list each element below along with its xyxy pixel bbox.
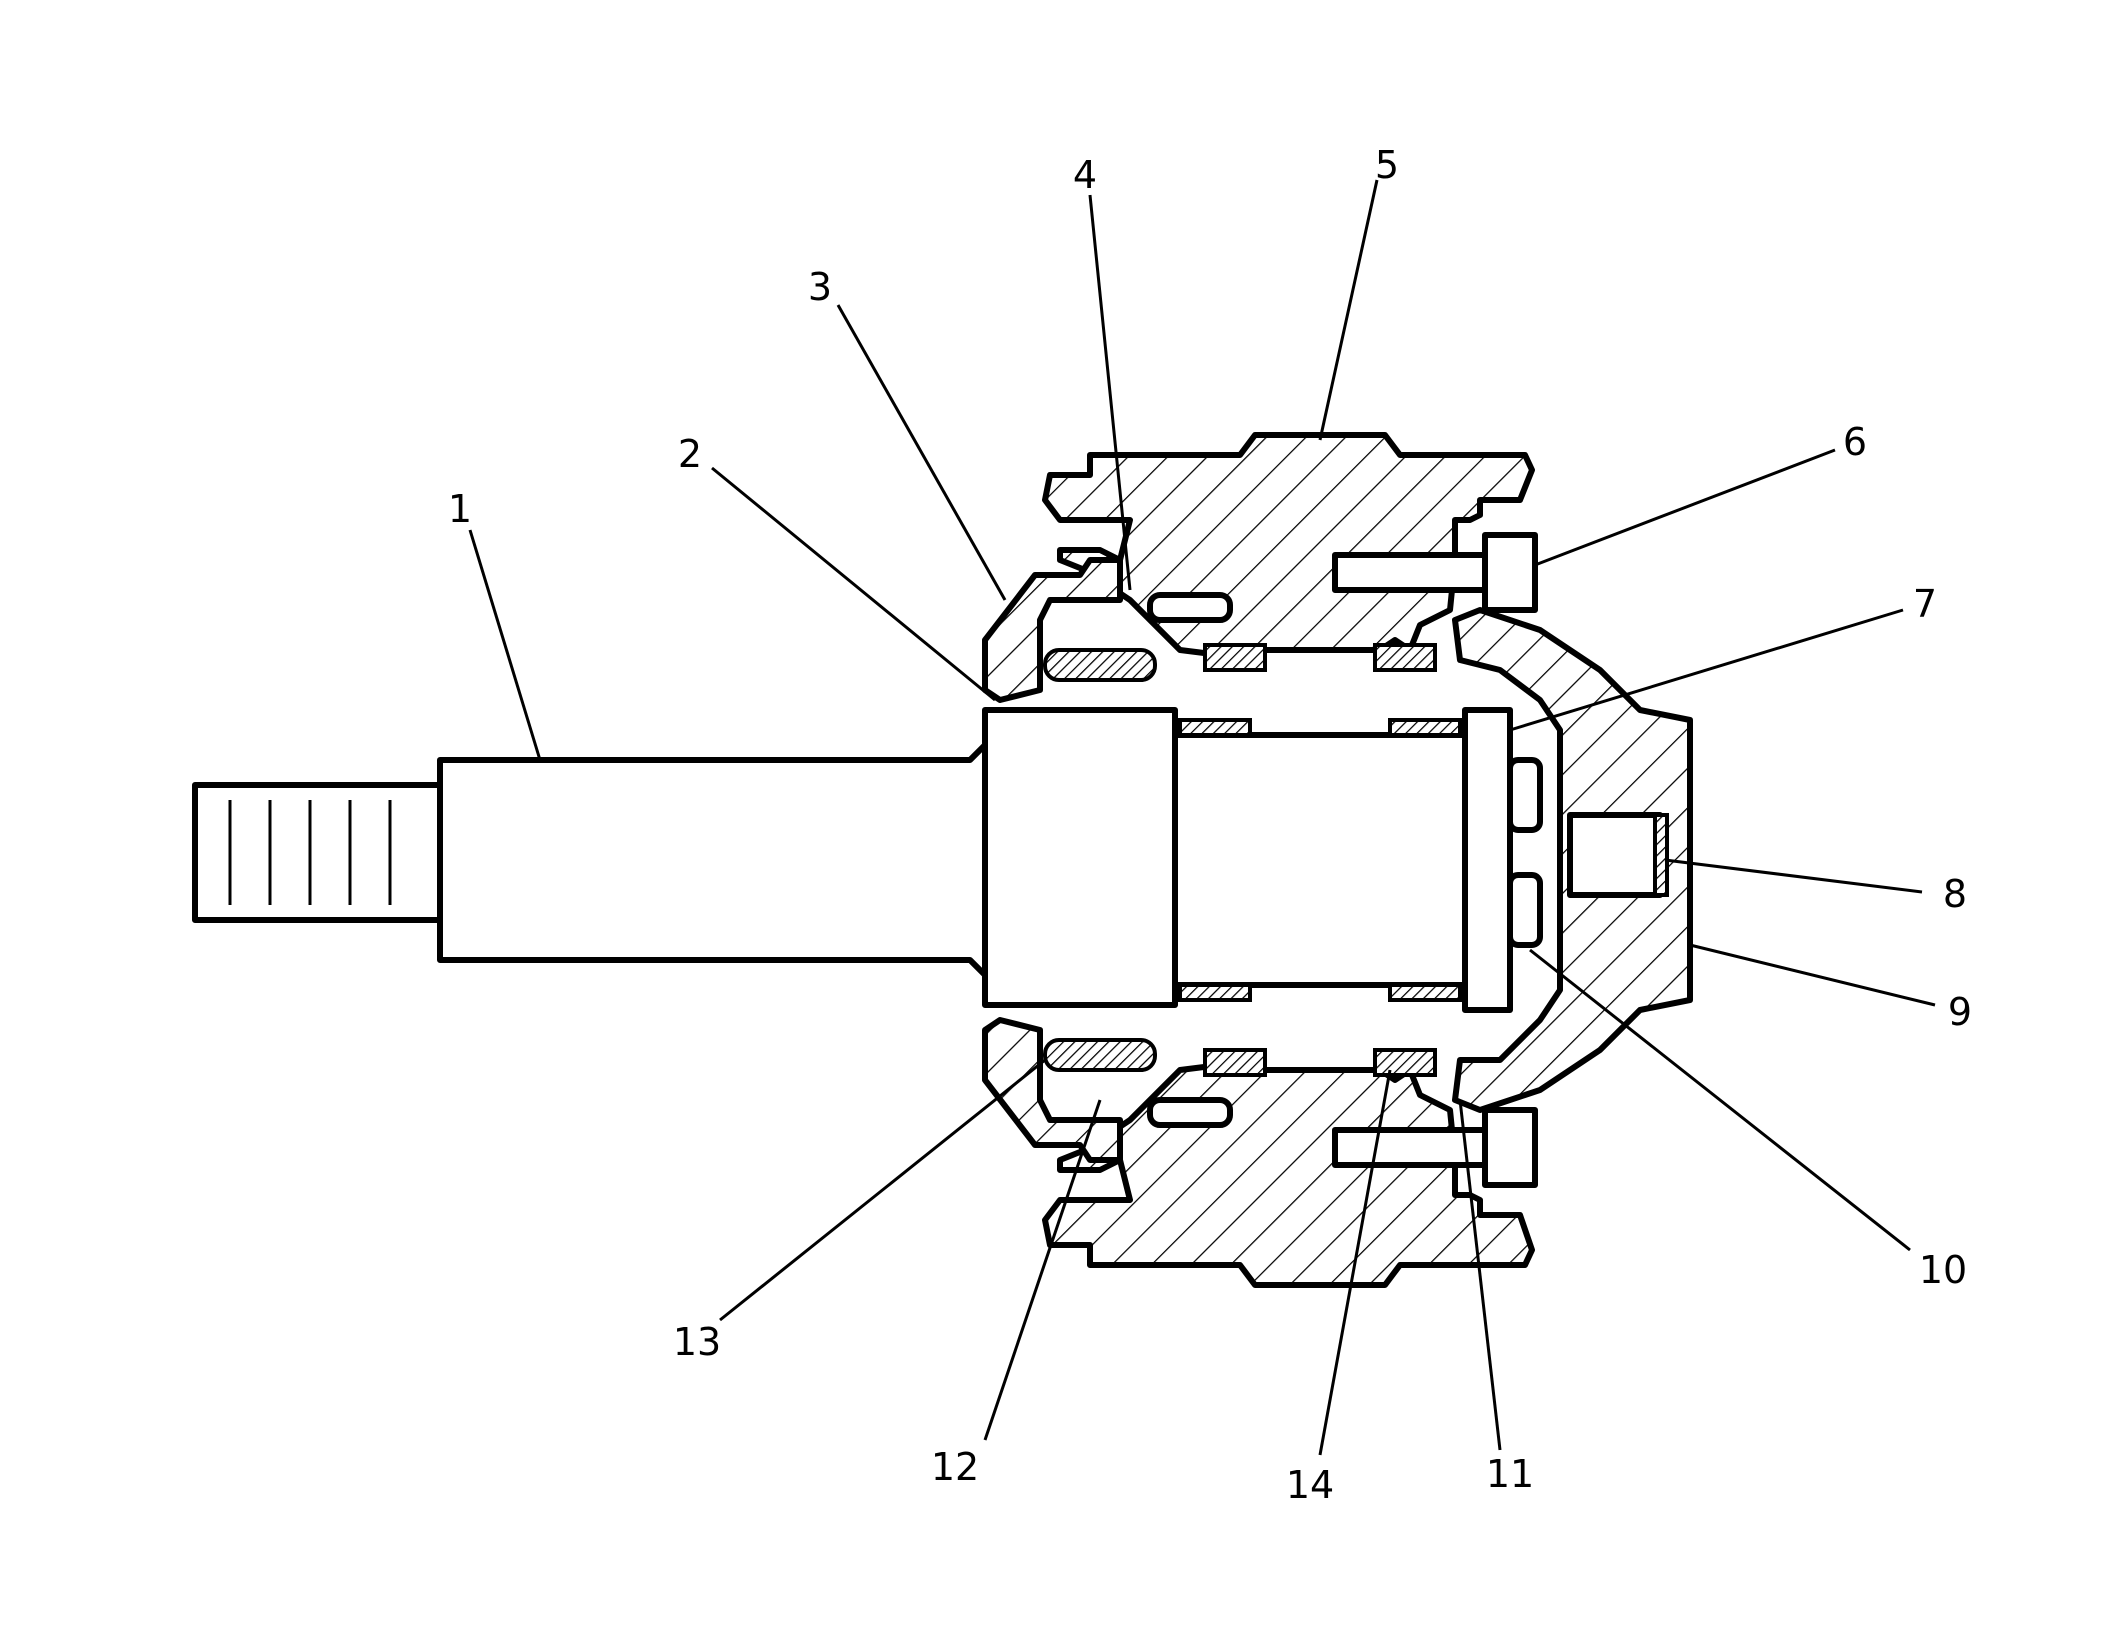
- shaft-body: [437, 742, 988, 978]
- lock-nut-upper: [1507, 757, 1543, 833]
- callout-13: 13: [673, 1320, 721, 1364]
- leader-2: [711, 466, 996, 702]
- seal-carrier-upper: [982, 557, 1123, 703]
- leader-8: [1664, 858, 1923, 894]
- callout-7: 7: [1913, 582, 1937, 626]
- bearing-cup-upper-left: [1178, 718, 1252, 737]
- callout-14: 14: [1286, 1463, 1334, 1507]
- dowel-pin-lower: [1147, 1097, 1233, 1128]
- callout-11: 11: [1486, 1452, 1534, 1496]
- callout-6: 6: [1843, 420, 1867, 464]
- callout-labels: 1 2 3 4 5 6 7 8 9 10 11 12 13 14: [448, 143, 1972, 1507]
- bolt-upper-head: [1482, 532, 1538, 613]
- plug: [1567, 812, 1663, 898]
- callout-2: 2: [678, 432, 702, 476]
- leader-7: [1509, 608, 1904, 732]
- bearing-roller-lower-right: [1373, 1048, 1437, 1077]
- leader-13: [719, 1058, 1046, 1322]
- bearing-roller-upper-right: [1373, 643, 1437, 672]
- shaft-seal-upper: [1043, 648, 1157, 682]
- retaining-washer: [1462, 707, 1513, 1013]
- leader-1: [468, 529, 542, 761]
- bearing-cup-lower-right: [1388, 983, 1462, 1002]
- lock-nut-lower: [1507, 872, 1543, 948]
- shaft-spline: [192, 782, 443, 923]
- leader-lines: [468, 179, 1936, 1456]
- leader-9: [1689, 943, 1936, 1007]
- shaft-seal-lower: [1043, 1038, 1157, 1072]
- leader-6: [1534, 448, 1836, 567]
- leader-5: [1318, 179, 1379, 441]
- shaft-collar: [982, 707, 1178, 1008]
- bearing-cup-lower-left: [1178, 983, 1252, 1002]
- callout-1: 1: [448, 487, 472, 531]
- bolt-lower-head: [1482, 1107, 1538, 1188]
- bearing-inner-ring: [1172, 732, 1468, 988]
- leader-3: [836, 304, 1007, 601]
- plug-seal: [1653, 813, 1669, 897]
- leader-14: [1318, 1069, 1392, 1456]
- callout-12: 12: [931, 1445, 979, 1489]
- leader-10: [1529, 948, 1911, 1252]
- bolt-upper-shank: [1332, 552, 1488, 593]
- leader-11: [1458, 1099, 1502, 1451]
- callout-9: 9: [1948, 990, 1972, 1034]
- dowel-pin-upper: [1147, 592, 1233, 623]
- bearing-cup-upper-right: [1388, 718, 1462, 737]
- bearing-roller-lower-left: [1203, 1048, 1267, 1077]
- leader-12: [983, 1099, 1102, 1441]
- bolt-lower-shank: [1332, 1127, 1488, 1168]
- callout-3: 3: [808, 265, 832, 309]
- leader-4: [1088, 194, 1132, 591]
- seal-carrier-lower: [982, 1017, 1123, 1163]
- callout-5: 5: [1375, 143, 1399, 187]
- callout-8: 8: [1943, 872, 1967, 916]
- bearing-roller-upper-left: [1203, 643, 1267, 672]
- callout-10: 10: [1919, 1248, 1967, 1292]
- callout-4: 4: [1073, 153, 1097, 197]
